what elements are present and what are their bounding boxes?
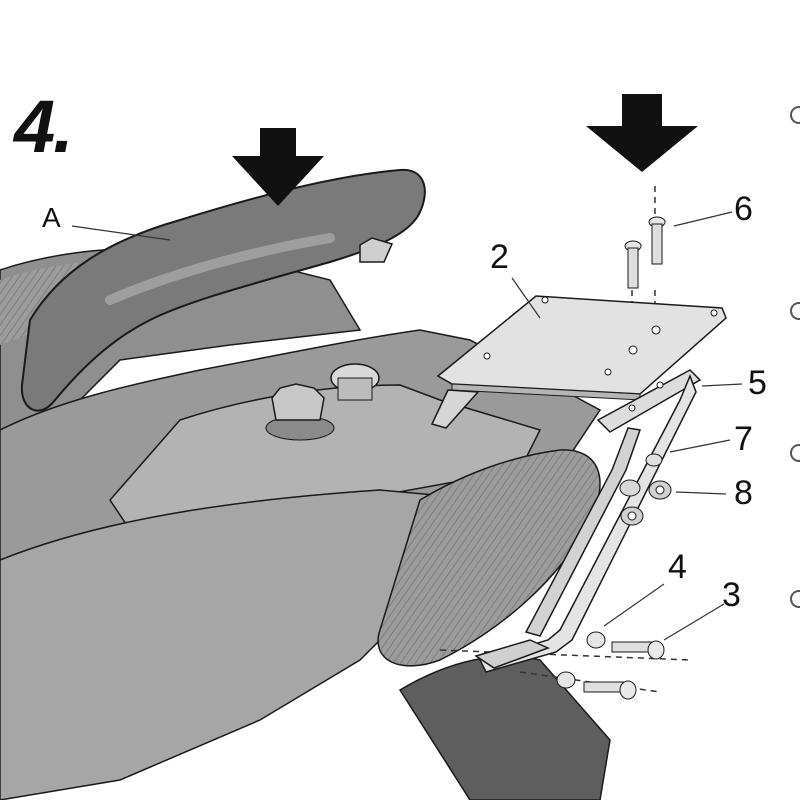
- label-8: 8: [734, 474, 753, 512]
- fender: [398, 655, 611, 801]
- nut-7: [645, 453, 663, 467]
- arrow-down-left-icon: [232, 128, 324, 206]
- edge-marker-1: [790, 106, 800, 124]
- bracket-foot: [474, 639, 550, 669]
- label-6: 6: [734, 190, 753, 228]
- edge-marker-2: [790, 302, 800, 320]
- bolt-3b: [583, 680, 637, 700]
- bolt-3a: [611, 640, 665, 660]
- edge-marker-3: [790, 444, 800, 462]
- nut-8b: [619, 479, 641, 497]
- label-a: A: [42, 202, 61, 233]
- arrow-down-right-icon: [586, 94, 698, 172]
- support-arm-inner: [524, 427, 642, 637]
- washer-4b: [556, 671, 576, 689]
- edge-marker-4: [790, 590, 800, 608]
- bracket-left-leg: [430, 389, 480, 429]
- bolt-6a: [648, 216, 666, 265]
- bolt-6b: [624, 240, 642, 289]
- nut-8a: [648, 480, 672, 500]
- label-3: 3: [722, 576, 741, 614]
- nut-8c: [620, 506, 644, 526]
- rail-hook: [359, 237, 394, 263]
- label-7: 7: [734, 420, 753, 458]
- washer-4a: [586, 631, 606, 649]
- label-4: 4: [668, 548, 687, 586]
- knob-cap: [271, 383, 325, 421]
- label-5: 5: [748, 364, 767, 402]
- grab-rail-a: [20, 168, 426, 412]
- round-cap-stem: [337, 377, 373, 401]
- step-number: 4.: [14, 85, 74, 168]
- grab-rail-highlight: [105, 233, 335, 305]
- label-2: 2: [490, 238, 509, 276]
